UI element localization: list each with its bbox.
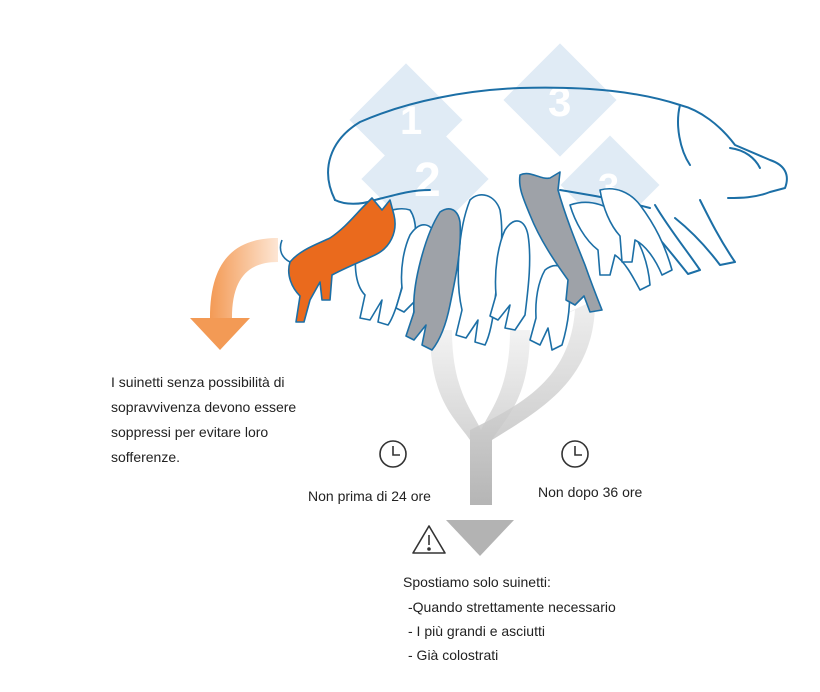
list-item: - I più grandi e asciutti (408, 623, 545, 639)
grey-piglets (405, 171, 603, 351)
piglet-row (354, 188, 673, 351)
left-note: I suinetti senza possibilità di sopravvi… (111, 370, 341, 470)
orange-piglet (279, 197, 396, 323)
piglet-grey (405, 208, 462, 351)
move-title: Spostiamo solo suinetti: (403, 574, 551, 590)
clock-icon (561, 440, 589, 468)
list-item: - Già colostrati (408, 647, 499, 663)
clock-icon (379, 440, 407, 468)
left-note-line: sopravvivenza devono essere (111, 399, 297, 415)
warning-icon (412, 525, 446, 554)
piglet-white (455, 194, 503, 346)
list-item: -Quando strettamente necessario (408, 599, 616, 615)
left-note-line: I suinetti senza possibilità di (111, 374, 285, 390)
piglet-white (599, 188, 673, 276)
left-note-line: sofferenze. (111, 449, 181, 465)
watermark-digit: 2 (414, 154, 441, 207)
left-note-line: soppressi per evitare loro (111, 424, 269, 440)
watermark-digit: 3 (548, 78, 571, 125)
timing-min-label: Non prima di 24 ore (308, 488, 431, 504)
fork-arrow (430, 300, 596, 556)
timing-max-label: Non dopo 36 ore (538, 484, 643, 500)
watermark-digit: 1 (400, 99, 422, 143)
piglet-grey (518, 171, 603, 313)
orange-curved-arrow (190, 238, 278, 350)
move-list: -Quando strettamente necessario - I più … (408, 595, 616, 667)
piglet-white (529, 264, 571, 351)
piglet-white (489, 220, 531, 331)
